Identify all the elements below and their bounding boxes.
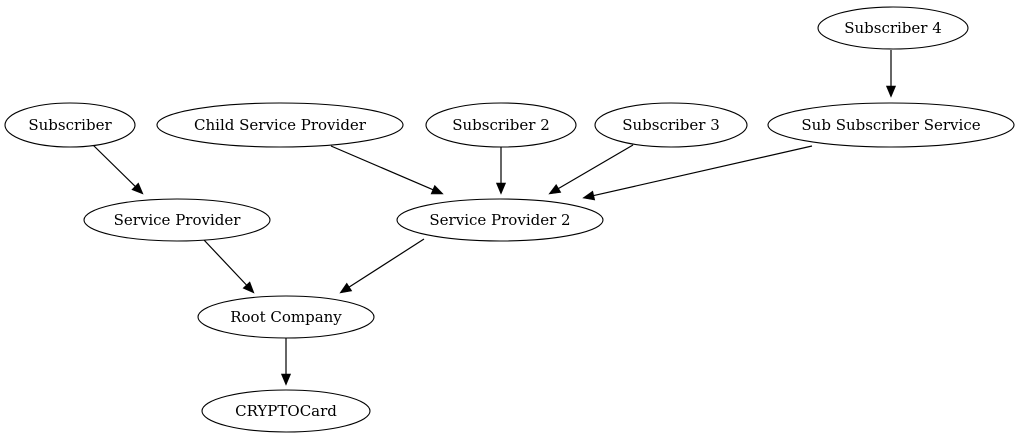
node-ellipse[interactable] (197, 295, 375, 339)
graph-edge[interactable] (339, 238, 425, 294)
node-ellipse[interactable] (425, 102, 577, 148)
edges-layer (92, 50, 897, 386)
node-ellipse[interactable] (767, 102, 1015, 148)
graph-edge[interactable] (280, 338, 292, 386)
graph-edge[interactable] (582, 145, 813, 201)
graph-edge[interactable] (330, 145, 444, 195)
graph-node-subsubsvc[interactable]: Sub Subscriber Service (767, 102, 1015, 148)
arrowhead-icon (495, 182, 507, 195)
node-ellipse[interactable] (4, 102, 136, 148)
arrowhead-icon (548, 183, 562, 195)
node-ellipse[interactable] (817, 6, 969, 50)
graph-node-childsp[interactable]: Child Service Provider (156, 102, 404, 148)
graph-edge[interactable] (885, 50, 897, 98)
node-ellipse[interactable] (201, 389, 371, 433)
edge-shaft (92, 144, 136, 187)
edge-shaft (203, 239, 247, 286)
node-ellipse[interactable] (156, 102, 404, 148)
graph-node-subscriber[interactable]: Subscriber (4, 102, 136, 148)
arrowhead-icon (885, 85, 897, 98)
graph-node-rootcompany[interactable]: Root Company (197, 295, 375, 339)
graph-node-serviceprov[interactable]: Service Provider (83, 198, 271, 242)
node-ellipse[interactable] (594, 102, 748, 148)
arrowhead-icon (280, 373, 292, 386)
node-ellipse[interactable] (396, 198, 604, 242)
graph-edge[interactable] (548, 144, 634, 195)
graph-node-subscriber2[interactable]: Subscriber 2 (425, 102, 577, 148)
arrowhead-icon (242, 281, 255, 294)
edge-shaft (593, 145, 813, 197)
graph-edge[interactable] (495, 147, 507, 195)
graph-node-cryptocard[interactable]: CRYPTOCard (201, 389, 371, 433)
graph-node-subscriber4[interactable]: Subscriber 4 (817, 6, 969, 50)
edge-shaft (330, 145, 434, 191)
graph-edge[interactable] (92, 144, 144, 195)
graph-node-subscriber3[interactable]: Subscriber 3 (594, 102, 748, 148)
graph-edge[interactable] (203, 239, 255, 294)
arrowhead-icon (582, 190, 596, 201)
edge-shaft (558, 144, 634, 189)
arrowhead-icon (430, 184, 444, 195)
graph-node-serviceprov2[interactable]: Service Provider 2 (396, 198, 604, 242)
arrowhead-icon (339, 282, 353, 294)
node-ellipse[interactable] (83, 198, 271, 242)
arrowhead-icon (131, 182, 144, 195)
edge-shaft (348, 238, 425, 288)
